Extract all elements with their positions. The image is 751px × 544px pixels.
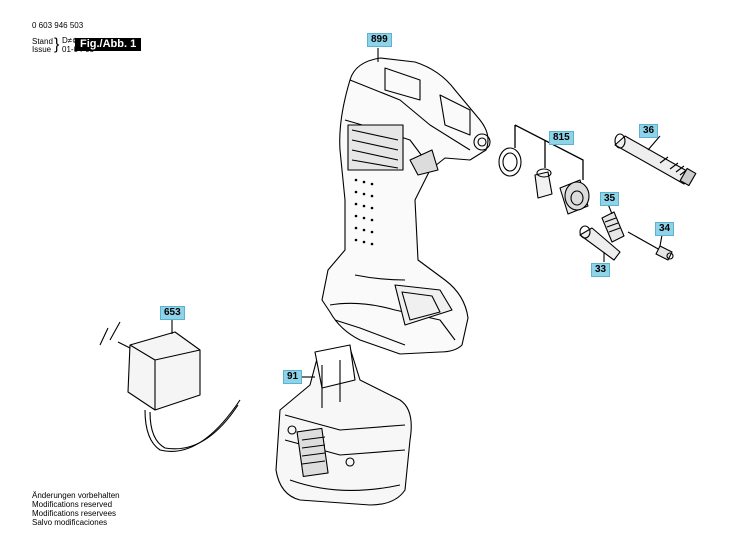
stand-label: Stand (32, 37, 53, 46)
cone-adapter-drawing (579, 225, 621, 261)
part-label-33: 33 (591, 263, 611, 277)
long-adapter-drawing (614, 133, 697, 187)
ball-needle-drawing (627, 231, 674, 261)
part-label-653: 653 (160, 306, 185, 320)
part-number: 0 603 946 503 (32, 21, 84, 30)
notice-line-de: Änderungen vorbehalten (32, 491, 120, 500)
stand-value: D≠⊗ (62, 36, 79, 45)
part-label-91: 91 (283, 370, 303, 384)
housing-vent-dots (354, 178, 374, 246)
part-label-35: 35 (600, 192, 620, 206)
part-label-815: 815 (549, 131, 574, 145)
battery-pack-drawing (275, 344, 412, 506)
small-nozzle-drawing (601, 211, 625, 243)
seal-spacer-nut-drawing (498, 147, 590, 215)
part-label-899: 899 (367, 33, 392, 47)
notice-line-es: Salvo modificaciones (32, 518, 108, 527)
brace-icon: } (54, 36, 60, 53)
part-label-34: 34 (655, 222, 675, 236)
issue-label: Issue (32, 45, 52, 54)
figure-badge: Fig./Abb. 1 (75, 38, 142, 51)
compressor-housing-drawing (321, 57, 491, 355)
part-label-36: 36 (639, 124, 659, 138)
notice-line-en: Modifications reserved (32, 500, 113, 509)
notice-line-fr: Modifications reservees (32, 509, 117, 518)
charger-drawing (99, 321, 241, 452)
modifications-notice: Änderungen vorbehalten Modifications res… (32, 491, 120, 527)
